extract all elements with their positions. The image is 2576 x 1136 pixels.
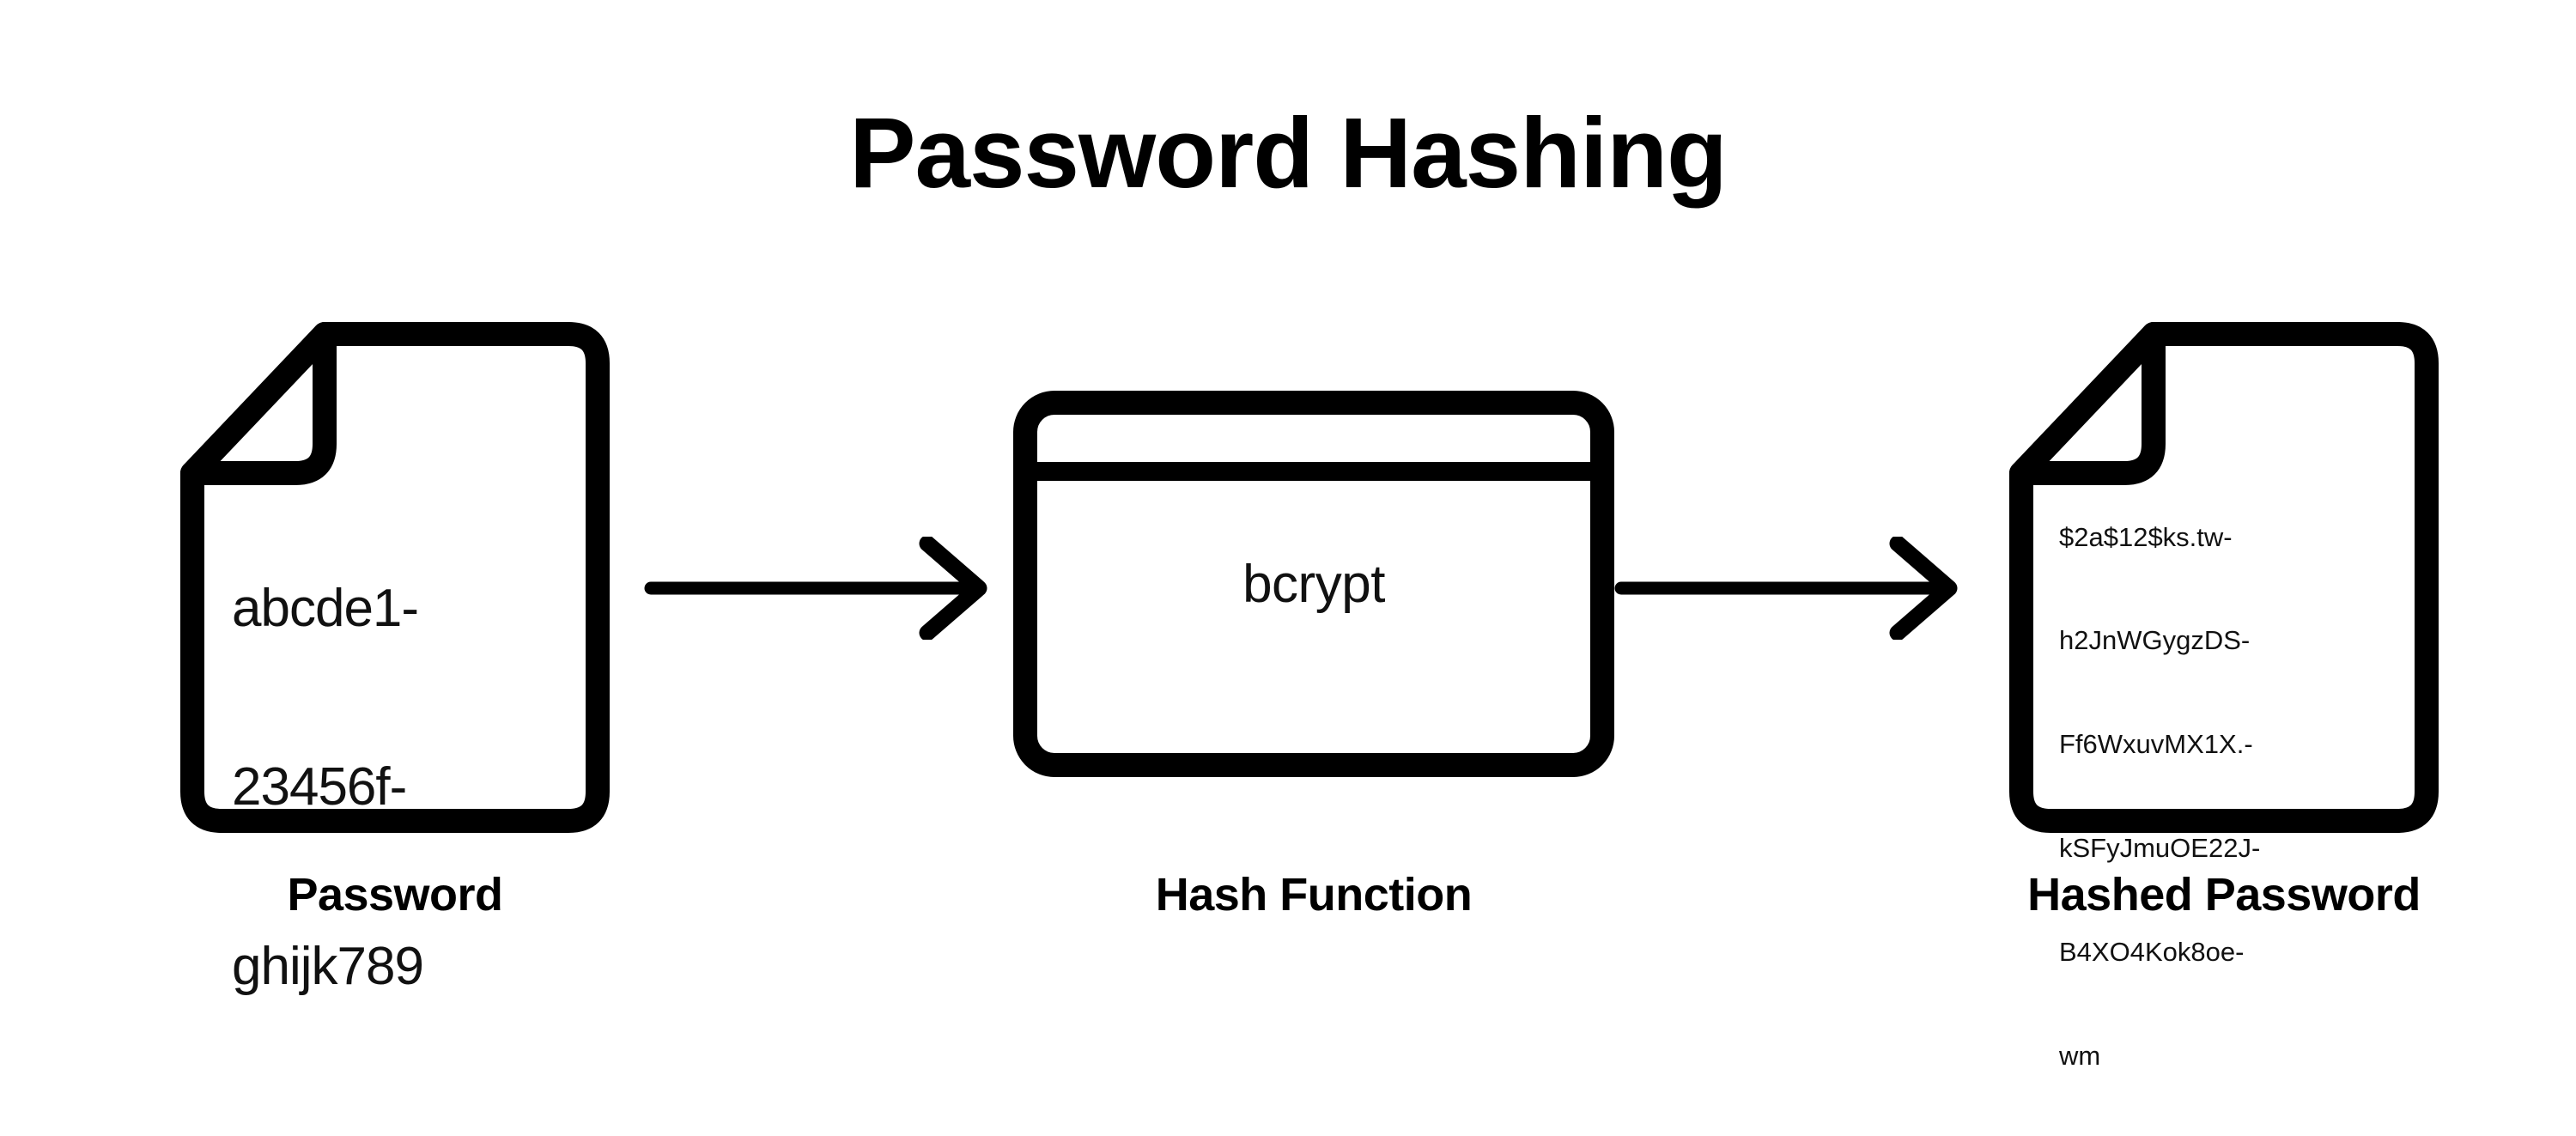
hash-function-label: bcrypt: [1242, 554, 1385, 614]
caption-hash-function: Hash Function: [1155, 869, 1473, 920]
password-line: abcde1-: [232, 578, 419, 638]
hash-function-card: bcrypt: [1013, 391, 1614, 777]
hashed-password-document-text: $2a$12$ks.tw- h2JnWGygzDS- Ff6WxuvMX1X.-…: [2059, 451, 2260, 1136]
arrow-password-to-hash-icon: [644, 537, 987, 640]
password-document-text: abcde1- 23456f- ghijk789: [232, 459, 424, 1115]
hashed-password-document: $2a$12$ks.tw- h2JnWGygzDS- Ff6WxuvMX1X.-…: [2009, 322, 2439, 1071]
caption-hashed-password: Hashed Password: [2027, 869, 2421, 920]
password-document: abcde1- 23456f- ghijk789: [180, 322, 610, 996]
arrow-hash-to-hashed-icon: [1614, 537, 1958, 640]
hash-line: Ff6WxuvMX1X.-: [2059, 729, 2253, 760]
hash-line: B4XO4Kok8oe-: [2059, 937, 2245, 968]
window-card-icon: [1013, 391, 1614, 777]
document-icon: [2009, 322, 2439, 833]
page-title: Password Hashing: [849, 97, 1728, 209]
document-icon: [180, 322, 610, 833]
hash-line: wm: [2059, 1041, 2101, 1072]
password-line: ghijk789: [232, 936, 424, 996]
hash-line: $2a$12$ks.tw-: [2059, 521, 2233, 552]
hash-line: kSFyJmuOE22J-: [2059, 833, 2261, 864]
hash-line: h2JnWGygzDS-: [2059, 625, 2251, 656]
caption-password: Password: [287, 869, 503, 920]
password-line: 23456f-: [232, 757, 407, 817]
